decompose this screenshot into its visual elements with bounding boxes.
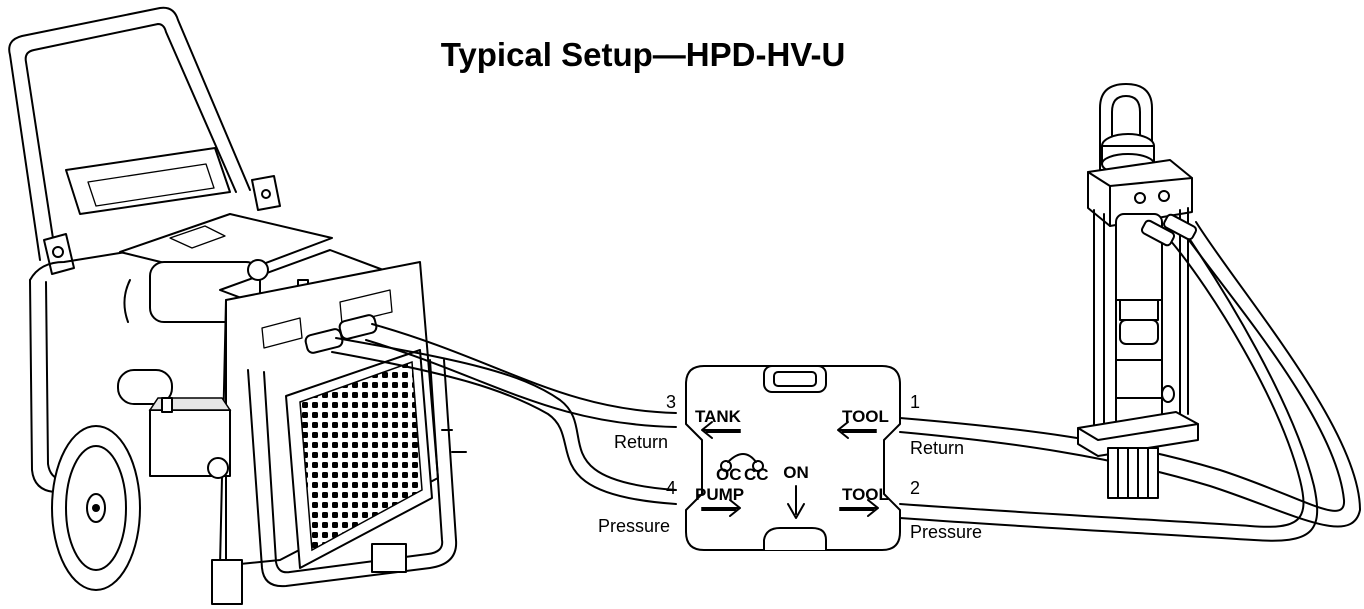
hoses-unit <box>331 323 677 505</box>
diagram-title: Typical Setup—HPD-HV-U <box>441 36 846 73</box>
valve-label-tool-bottom: TOOL <box>842 485 889 504</box>
svg-text:OC: OC <box>716 465 742 484</box>
valve-label-tool-top: TOOL <box>842 407 889 426</box>
port-label-return-right: Return <box>910 438 964 458</box>
svg-text:CC: CC <box>744 465 769 484</box>
power-unit-icon <box>8 6 467 605</box>
port-number-1: 1 <box>910 392 920 412</box>
port-label-return-left: Return <box>614 432 668 452</box>
port-number-4: 4 <box>666 478 676 498</box>
valve-label-on: ON <box>783 463 809 482</box>
port-label-pressure-right: Pressure <box>910 522 982 542</box>
diverter-valve-icon: OC CC TANK PUMP TOOL TOOL ON <box>685 365 901 551</box>
valve-label-tank: TANK <box>695 407 742 426</box>
post-driver-icon <box>1077 83 1199 499</box>
valve-label-pump: PUMP <box>695 485 744 504</box>
port-number-2: 2 <box>910 478 920 498</box>
port-number-3: 3 <box>666 392 676 412</box>
hoses-tool <box>899 221 1361 542</box>
port-label-pressure-left: Pressure <box>598 516 670 536</box>
